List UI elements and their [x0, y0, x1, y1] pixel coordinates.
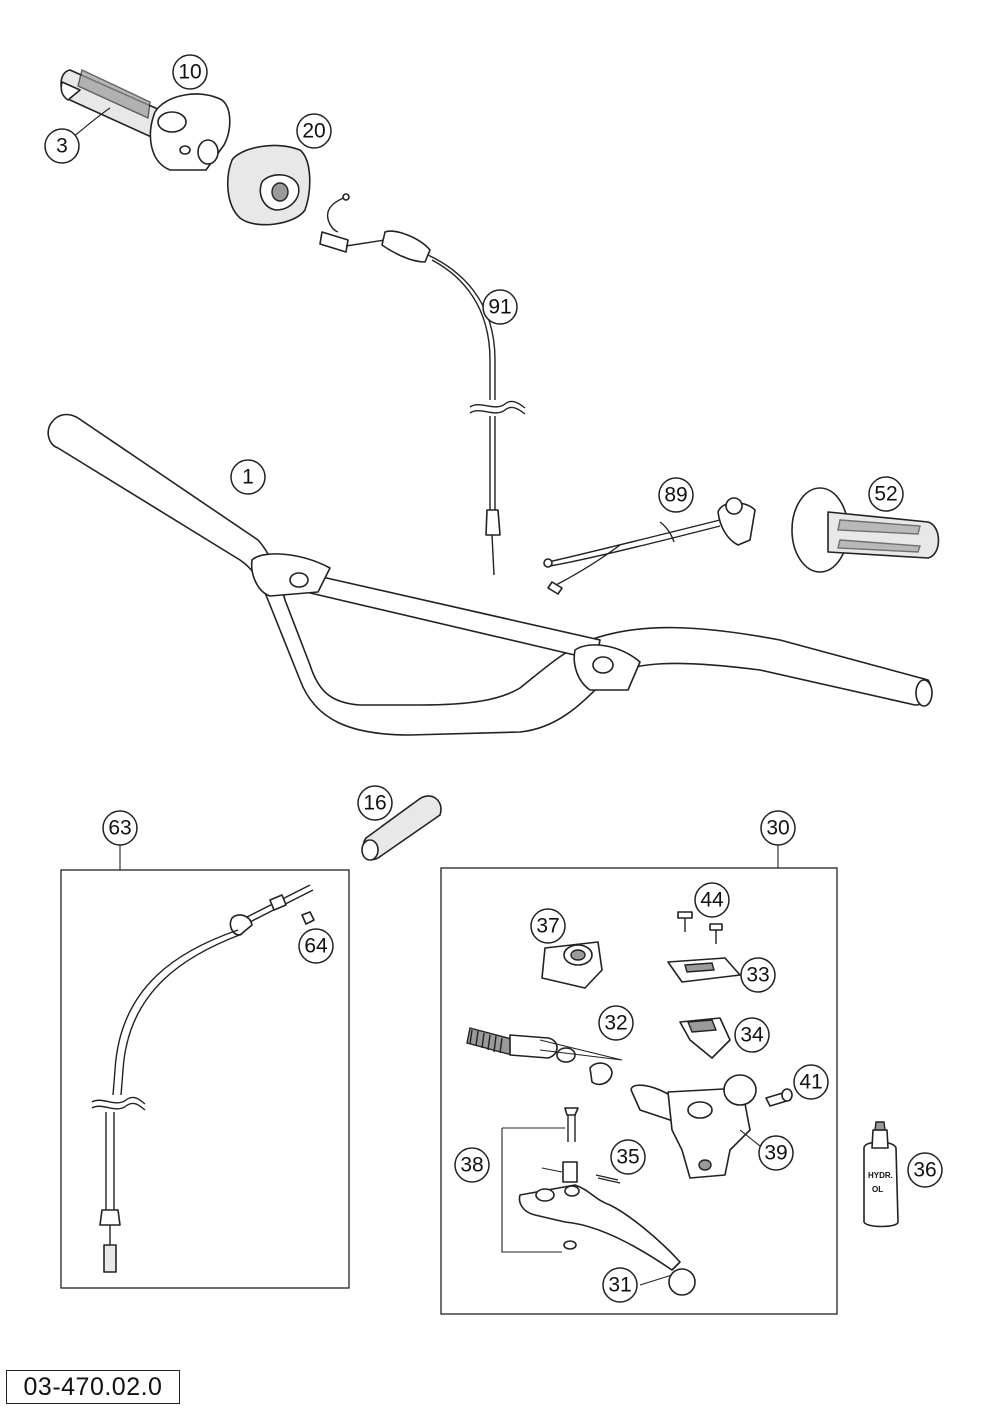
callout-35: 35 [610, 1139, 646, 1175]
callout-63: 63 [102, 810, 138, 846]
throttle-cover [227, 144, 311, 226]
callout-34: 34 [734, 1017, 770, 1053]
throttle-grip [60, 69, 169, 141]
reservoir-cap [667, 957, 741, 983]
callout-33: 33 [740, 957, 776, 993]
bottle-label-line2: OL [872, 1185, 883, 1194]
callout-91: 91 [482, 289, 518, 325]
clutch-cable [91, 884, 314, 1273]
handlebar [47, 413, 933, 736]
svg-text:63: 63 [108, 817, 131, 840]
callout-32: 32 [598, 1005, 634, 1041]
adjuster-spring [595, 1174, 621, 1184]
svg-text:30: 30 [766, 817, 789, 840]
callout-89: 89 [658, 477, 694, 513]
bottle-label-line1: HYDR. [868, 1171, 893, 1180]
left-grip [791, 487, 940, 573]
lever-clamp [541, 941, 603, 989]
callout-44: 44 [694, 882, 730, 918]
callout-38: 38 [454, 1147, 490, 1183]
svg-text:20: 20 [302, 120, 325, 143]
cable-sleeve [361, 795, 442, 861]
kit-box-master-cylinder [440, 867, 838, 1315]
svg-text:44: 44 [700, 889, 724, 912]
callout-3: 3 [44, 128, 80, 164]
svg-text:10: 10 [178, 61, 201, 84]
callout-37: 37 [530, 908, 566, 944]
callout-64: 64 [298, 928, 334, 964]
svg-text:36: 36 [913, 1159, 936, 1182]
master-cylinder-body [630, 1074, 757, 1179]
callout-41: 41 [793, 1064, 829, 1100]
kit-box-clutch-cable [60, 869, 350, 1289]
leader-lines [61, 107, 779, 1286]
svg-text:33: 33 [746, 964, 769, 987]
lever-pivot-parts [562, 1107, 579, 1250]
kill-switch [543, 497, 756, 595]
svg-text:52: 52 [874, 483, 897, 506]
callout-10: 10 [172, 54, 208, 90]
reservoir-diaphragm [679, 1017, 731, 1059]
callout-30: 30 [760, 810, 796, 846]
svg-text:37: 37 [536, 915, 559, 938]
callout-36: 36 [907, 1152, 943, 1188]
svg-text:41: 41 [799, 1071, 822, 1094]
piston-kit [466, 1027, 623, 1086]
callout-1: 1 [230, 459, 266, 495]
svg-text:16: 16 [363, 792, 386, 815]
svg-text:64: 64 [304, 935, 328, 958]
svg-text:35: 35 [616, 1146, 639, 1169]
cable-nipple [301, 911, 315, 925]
callout-31: 31 [602, 1267, 638, 1303]
reservoir-screws [677, 911, 723, 944]
svg-text:34: 34 [740, 1024, 764, 1047]
svg-text:1: 1 [242, 466, 254, 489]
brake-fluid-bottle: HYDR. OL [863, 1121, 899, 1228]
throttle-housing [149, 93, 231, 171]
throttle-cable [319, 193, 526, 576]
callout-16: 16 [357, 785, 393, 821]
svg-text:89: 89 [664, 484, 687, 507]
svg-text:32: 32 [604, 1012, 627, 1035]
svg-text:31: 31 [608, 1274, 631, 1297]
svg-text:39: 39 [764, 1142, 787, 1165]
drawing-number-label: 03-470.02.0 [6, 1370, 180, 1404]
svg-text:91: 91 [488, 296, 511, 319]
callout-39: 39 [758, 1135, 794, 1171]
callout-20: 20 [296, 113, 332, 149]
svg-text:3: 3 [56, 135, 68, 158]
clamp-screw [765, 1088, 793, 1107]
brake-lever [518, 1184, 696, 1296]
callout-52: 52 [868, 476, 904, 512]
svg-text:38: 38 [460, 1154, 483, 1177]
